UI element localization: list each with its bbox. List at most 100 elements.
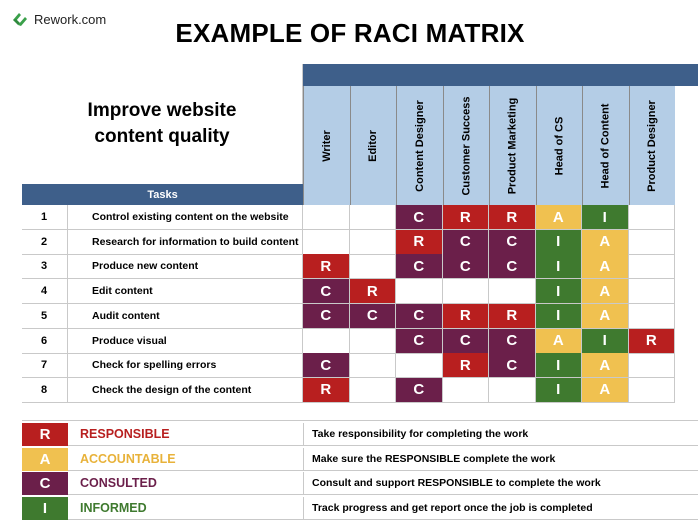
legend-description: Consult and support RESPONSIBLE to compl… xyxy=(303,472,698,495)
raci-cell: I xyxy=(582,328,629,354)
raci-cell xyxy=(442,279,489,305)
raci-cell: I xyxy=(582,205,629,230)
legend-name: CONSULTED xyxy=(68,472,303,495)
raci-cell: A xyxy=(582,254,629,280)
raci-cell xyxy=(303,229,350,255)
raci-cell: C xyxy=(442,254,489,280)
row-number: 7 xyxy=(22,353,68,379)
raci-cell: R xyxy=(396,229,443,255)
task-name: Check the design of the content xyxy=(68,377,303,403)
raci-cell xyxy=(628,353,675,379)
raci-cell xyxy=(349,353,396,379)
brand-name: Rework.com xyxy=(34,11,107,27)
legend-letter: R xyxy=(22,423,68,446)
raci-cell: I xyxy=(535,353,582,379)
raci-cell: C xyxy=(489,328,536,354)
raci-cell: R xyxy=(303,377,350,403)
row-number: 6 xyxy=(22,328,68,354)
legend-description: Track progress and get report once the j… xyxy=(303,496,698,520)
legend-description: Take responsibility for completing the w… xyxy=(303,423,698,446)
raci-cell xyxy=(628,377,675,403)
raci-cell: A xyxy=(582,377,629,403)
legend-letter: I xyxy=(22,496,68,520)
raci-cell xyxy=(349,377,396,403)
raci-cell: C xyxy=(303,279,350,305)
topic-line-1: Improve website xyxy=(87,100,237,121)
row-number: 1 xyxy=(22,205,68,230)
raci-cell: R xyxy=(489,205,536,230)
role-header: Product Marketing xyxy=(489,86,536,205)
legend-letter: C xyxy=(22,472,68,495)
raci-cell xyxy=(489,377,536,403)
raci-cell: A xyxy=(582,279,629,305)
role-header: Editor xyxy=(349,86,396,205)
task-name: Check for spelling errors xyxy=(68,353,303,379)
raci-cell xyxy=(303,328,350,354)
legend-description: Make sure the RESPONSIBLE complete the w… xyxy=(303,447,698,471)
raci-cell: C xyxy=(396,377,443,403)
row-number: 8 xyxy=(22,377,68,403)
raci-cell: A xyxy=(582,353,629,379)
raci-cell: R xyxy=(442,205,489,230)
raci-cell: A xyxy=(582,303,629,329)
raci-cell: I xyxy=(535,303,582,329)
page-title: EXAMPLE OF RACI MATRIX xyxy=(175,18,525,48)
row-number: 2 xyxy=(22,229,68,255)
raci-cell xyxy=(628,279,675,305)
spacer-row xyxy=(22,403,698,421)
rework-logo-icon xyxy=(10,9,30,29)
role-label: Writer xyxy=(320,129,333,162)
brand-logo[interactable]: Rework.com xyxy=(10,9,106,29)
raci-cell xyxy=(628,254,675,280)
task-name: Produce new content xyxy=(68,254,303,280)
raci-cell xyxy=(628,303,675,329)
raci-cell: C xyxy=(396,328,443,354)
raci-cell xyxy=(489,279,536,305)
tasks-header: Tasks xyxy=(22,184,303,205)
task-name: Control existing content on the website xyxy=(68,205,303,230)
raci-cell: A xyxy=(535,205,582,230)
raci-cell: R xyxy=(349,279,396,305)
task-name: Produce visual xyxy=(68,328,303,354)
raci-cell xyxy=(442,377,489,403)
role-header: Head of Content xyxy=(582,86,629,205)
raci-cell: C xyxy=(349,303,396,329)
row-number: 5 xyxy=(22,303,68,329)
raci-cell: C xyxy=(396,205,443,230)
raci-cell: C xyxy=(489,229,536,255)
raci-cell xyxy=(396,353,443,379)
role-header: Customer Success xyxy=(442,86,489,205)
row-number: 4 xyxy=(22,279,68,305)
task-name: Research for information to build conten… xyxy=(68,229,303,255)
raci-cell xyxy=(349,229,396,255)
row-number: 3 xyxy=(22,254,68,280)
raci-cell: I xyxy=(535,229,582,255)
raci-cell: R xyxy=(442,303,489,329)
raci-cell: C xyxy=(489,254,536,280)
role-label: Head of CS xyxy=(553,116,566,175)
raci-cell: C xyxy=(396,303,443,329)
roles-header-bar xyxy=(303,64,698,86)
raci-cell: C xyxy=(489,353,536,379)
topic-line-2: content quality xyxy=(94,126,230,147)
task-name: Audit content xyxy=(68,303,303,329)
raci-cell xyxy=(349,254,396,280)
raci-cell xyxy=(349,328,396,354)
role-label: Product Marketing xyxy=(506,97,519,194)
raci-cell: C xyxy=(303,353,350,379)
raci-cell xyxy=(628,205,675,230)
raci-cell: C xyxy=(442,229,489,255)
role-header: Writer xyxy=(303,86,350,205)
raci-cell: I xyxy=(535,279,582,305)
raci-cell: A xyxy=(535,328,582,354)
raci-cell: R xyxy=(303,254,350,280)
